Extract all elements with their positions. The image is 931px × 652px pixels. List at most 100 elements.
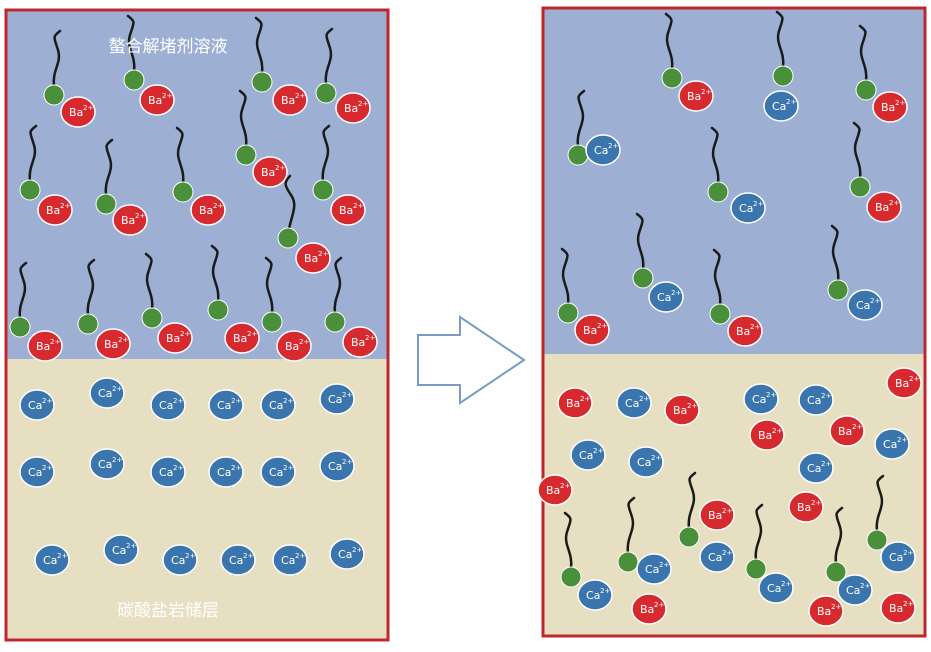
- chelator-head: [745, 558, 767, 580]
- right-arrow-icon: [417, 315, 526, 405]
- calcium-ion-charge: 2+: [283, 397, 293, 405]
- barium-ion-body: [190, 194, 226, 226]
- calcium-ion-body: [103, 534, 139, 566]
- chelator-head: [866, 529, 888, 551]
- calcium-ion-body: [208, 456, 244, 488]
- chelator-molecule: [661, 12, 683, 89]
- calcium-ion-symbol: Ca: [159, 399, 173, 412]
- calcium-ion-charge: 2+: [897, 436, 907, 444]
- chelator-molecule: [141, 252, 163, 329]
- barium-ion-body: [749, 419, 785, 451]
- calcium-ion-charge: 2+: [173, 464, 183, 472]
- chelator-head: [77, 313, 99, 335]
- calcium-ion-symbol: Ca: [328, 460, 342, 473]
- chelator-molecule: [172, 126, 194, 203]
- chelator-tail: [626, 496, 636, 555]
- barium-ion-symbol: Ba: [546, 484, 560, 497]
- calcium-ion-symbol: Ca: [625, 397, 639, 410]
- chelator-molecule: [312, 124, 334, 201]
- barium-ion-body: [664, 394, 700, 426]
- barium-ion-charge: 2+: [909, 375, 919, 383]
- chelator-molecule: [19, 124, 41, 201]
- right-panel-border: [541, 6, 927, 638]
- calcium-ion-charge: 2+: [781, 580, 791, 588]
- barium-ion-symbol: Ba: [166, 332, 180, 345]
- chelator-tail: [28, 124, 38, 183]
- chelator-tail: [175, 126, 185, 185]
- chelator-tail: [144, 252, 154, 311]
- chelator-tail: [834, 506, 844, 565]
- calcium-ion-body: [570, 439, 606, 471]
- calcium-ion-charge: 2+: [860, 582, 870, 590]
- chelator-head: [707, 181, 729, 203]
- calcium-ion-symbol: Ca: [807, 394, 821, 407]
- calcium-ion-body: [798, 384, 834, 416]
- chelator-molecule: [43, 29, 65, 106]
- calcium-ion-symbol: Ca: [217, 466, 231, 479]
- barium-ion-body: [330, 194, 366, 226]
- calcium-ion-symbol: Ca: [98, 458, 112, 471]
- calcium-ion-charge: 2+: [671, 289, 681, 297]
- chelator-molecule: [324, 256, 346, 333]
- calcium-ion-body: [260, 456, 296, 488]
- chelator-tail: [687, 471, 697, 530]
- barium-ion-symbol: Ba: [69, 106, 83, 119]
- left-panel-border: [4, 8, 390, 642]
- barium-ion-body: [808, 595, 844, 627]
- chelator-head: [141, 307, 163, 329]
- barium-ion-body: [157, 322, 193, 354]
- chelator-molecule: [277, 174, 299, 249]
- barium-ion-symbol: Ba: [261, 166, 275, 179]
- barium-ion-symbol: Ba: [121, 214, 135, 227]
- chelator-head: [43, 84, 65, 106]
- chelator-head: [709, 303, 731, 325]
- barium-ion-symbol: Ba: [797, 501, 811, 514]
- chelator-tail: [284, 174, 296, 231]
- calcium-ion-body: [162, 544, 198, 576]
- chelator-molecule: [678, 471, 700, 548]
- chelator-head: [632, 267, 654, 289]
- barium-ion-symbol: Ba: [36, 340, 50, 353]
- chelator-tail: [126, 14, 136, 73]
- barium-ion-charge: 2+: [247, 330, 257, 338]
- calcium-ion-symbol: Ca: [846, 584, 860, 597]
- calcium-ion-symbol: Ca: [28, 399, 42, 412]
- chelator-tail: [52, 29, 62, 88]
- barium-ion-charge: 2+: [722, 507, 732, 515]
- chelator-head: [9, 316, 31, 338]
- calcium-ion-charge: 2+: [231, 397, 241, 405]
- barium-ion-charge: 2+: [358, 100, 368, 108]
- barium-ion-body: [60, 96, 96, 128]
- chelator-molecule: [77, 258, 99, 335]
- barium-ion-symbol: Ba: [687, 90, 701, 103]
- calcium-ion-charge: 2+: [786, 98, 796, 106]
- calcium-ion-symbol: Ca: [112, 544, 126, 557]
- barium-ion-body: [872, 91, 908, 123]
- barium-ion-charge: 2+: [831, 603, 841, 611]
- barium-ion-body: [342, 326, 378, 358]
- calcium-ion-body: [648, 281, 684, 313]
- calcium-ion-body: [319, 383, 355, 415]
- chelator-molecule: [557, 247, 579, 324]
- calcium-ion-charge: 2+: [57, 552, 67, 560]
